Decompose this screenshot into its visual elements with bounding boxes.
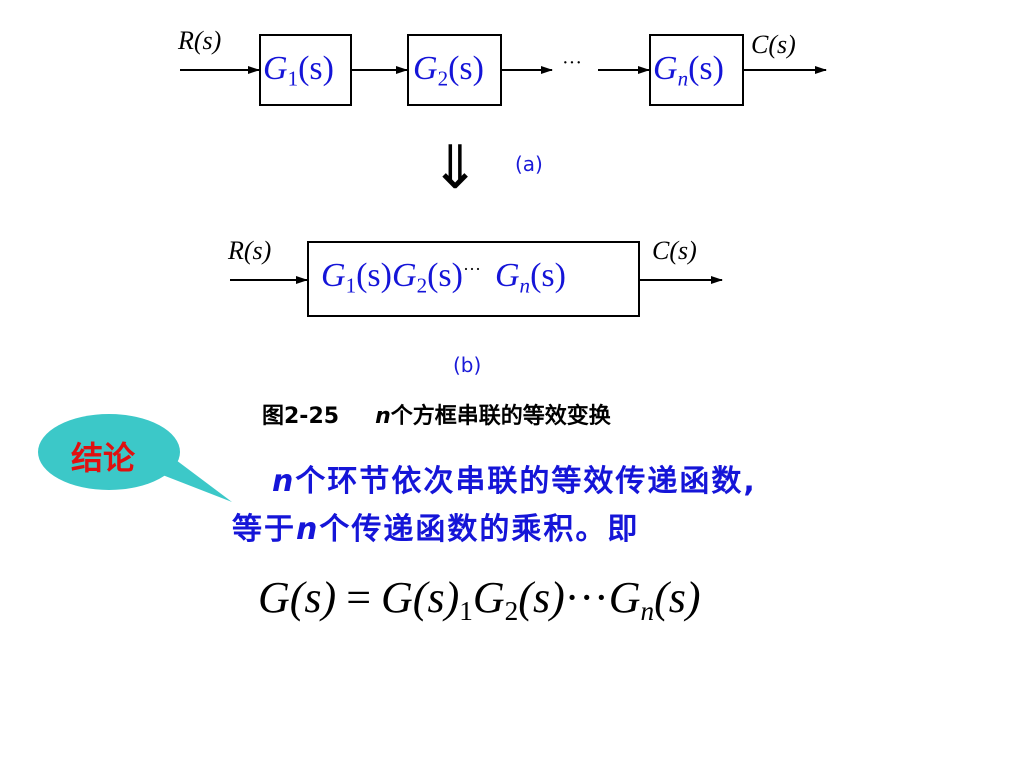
input-label-a: R(s) [178,26,222,55]
block-g2-arg: (s) [448,50,484,87]
formula-term3-sub: n [640,596,655,627]
series-formula: G(s)=G(s)1G2(s)···Gn(s) [258,572,701,627]
conclusion-line2-b: 个传递函数的乘积。即 [319,512,640,547]
formula-term1: G(s) [381,573,460,622]
block-gn-sub: n [677,66,689,91]
formula-term2: G [472,573,505,622]
conclusion-line2-a: 等于 [232,512,296,547]
block-g2-name: G [413,50,438,87]
conclusion-n2: n [296,512,320,547]
caption-a: (a) [515,152,543,176]
conclusion-line-1: n个环节依次串联的等效传递函数, [272,456,757,500]
block-gn-name: G [653,50,678,87]
product-ellipsis: ··· [463,259,481,280]
conclusion-line1-text: 个环节依次串联的等效传递函数, [295,464,757,499]
formula-dots: ··· [564,573,609,622]
figure-caption: 图2-25 n个方框串联的等效变换 [262,398,611,430]
product-g2-arg: (s) [427,257,463,294]
formula-equals: = [346,573,372,622]
input-label-b: R(s) [228,236,272,265]
formula-term2-arg: (s) [518,573,565,622]
equivalence-down-arrow: ⇓ [430,133,481,203]
block-g1-sub: 1 [287,66,299,91]
block-gn-arg: (s) [688,50,724,87]
formula-term3: G [608,573,641,622]
block-g2: G2(s) [407,34,502,106]
product-gn: G [494,257,520,294]
product-g2: G [392,257,417,294]
block-g1-name: G [263,50,288,87]
figure-caption-n: n [375,404,391,429]
product-gn-arg: (s) [530,257,566,294]
conclusion-n1: n [272,464,296,499]
block-g1: G1(s) [259,34,352,106]
caption-b: (b) [453,353,482,377]
formula-term2-sub: 2 [504,596,519,627]
block-g1-arg: (s) [298,50,334,87]
figure-caption-prefix: 图2-25 [262,404,340,429]
ellipsis-a: ··· [562,52,582,74]
product-g1-arg: (s) [356,257,392,294]
product-g1-sub: 1 [345,273,357,298]
formula-lhs: G(s) [258,573,337,622]
block-g2-sub: 2 [437,66,449,91]
conclusion-line-2: 等于n个传递函数的乘积。即 [232,504,639,548]
conclusion-badge-shape [160,460,232,502]
formula-term1-sub: 1 [459,596,473,627]
output-label-a: C(s) [751,30,796,59]
output-label-b: C(s) [652,236,697,265]
product-g1: G [321,257,346,294]
figure-caption-text: 个方框串联的等效变换 [390,404,611,429]
conclusion-badge-ellipse [38,414,180,490]
product-g2-sub: 2 [416,273,428,298]
conclusion-badge-label: 结论 [71,439,136,477]
formula-term3-arg: (s) [654,573,701,622]
block-product: G1(s)G2(s)···Gn(s) [307,241,640,317]
product-gn-sub: n [519,273,531,298]
block-gn: Gn(s) [649,34,744,106]
